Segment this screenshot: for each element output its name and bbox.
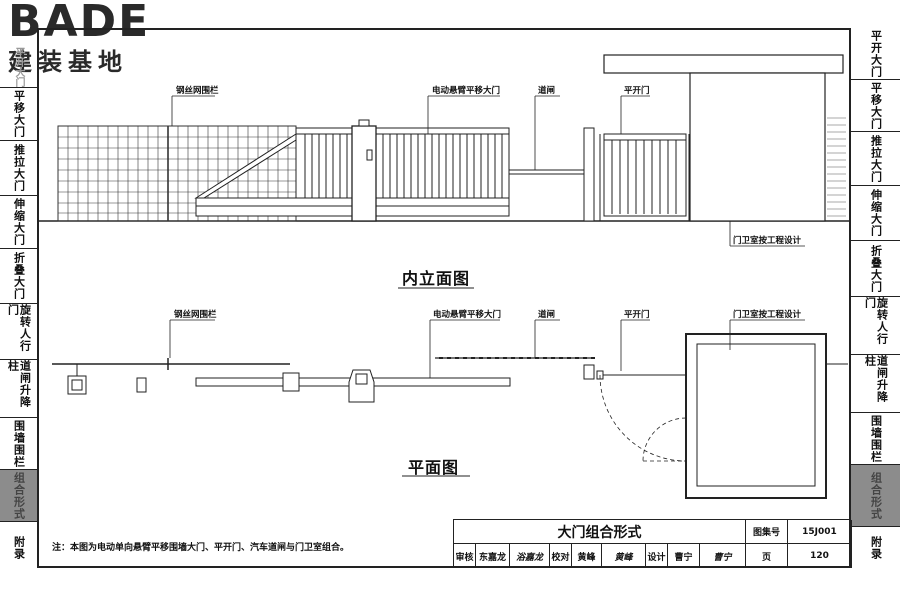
left-tab-strip: 平移大门 推拉大门 伸缩大门 折叠大门 旋转人行门 道闸升降柱 围墙围栏 组合形…: [0, 88, 37, 574]
left-tab-active[interactable]: 组合形式: [0, 470, 37, 522]
caption-plan: 平面图: [408, 458, 460, 477]
designer-name: 曹宁: [668, 544, 700, 568]
atlas-number: 15J001: [788, 520, 852, 544]
left-tab[interactable]: 围墙围栏: [0, 418, 37, 470]
right-tab-active[interactable]: 组合形式: [851, 465, 900, 527]
left-tab[interactable]: 道闸升降柱: [0, 360, 37, 418]
left-tab-0[interactable]: 平开大门: [0, 26, 37, 88]
drawing-frame: [37, 28, 851, 568]
right-tab[interactable]: 围墙围栏: [851, 413, 900, 465]
drawing-note: 注：本图为电动单向悬臂平移围墙大门、平开门、汽车道闸与门卫室组合。: [52, 543, 350, 553]
right-tab[interactable]: 平开大门: [851, 28, 900, 80]
label-swing-gate-plan: 平开门: [624, 310, 650, 320]
designer-signature: 曹宁: [700, 544, 746, 568]
right-tab[interactable]: 折叠大门: [851, 241, 900, 297]
reviewer-signature: 浴嘉龙: [510, 544, 550, 568]
review-label: 审核: [454, 544, 476, 568]
right-tab[interactable]: 道闸升降柱: [851, 355, 900, 413]
swing-gate-elevation: [599, 133, 690, 221]
label-wire-fence-elevation: 钢丝网围栏: [176, 86, 219, 96]
right-tab[interactable]: 推拉大门: [851, 132, 900, 186]
checker-signature: 黄峰: [602, 544, 646, 568]
left-tab[interactable]: 附录: [12, 536, 26, 560]
design-label: 设计: [646, 544, 668, 568]
page-label: 页: [746, 544, 788, 568]
label-guard-room-plan: 门卫室按工程设计: [733, 310, 802, 320]
check-label: 校对: [550, 544, 572, 568]
label-barrier-elevation: 道闸: [538, 86, 556, 96]
label-guard-room-elevation: 门卫室按工程设计: [733, 236, 802, 246]
label-wire-fence-plan: 钢丝网围栏: [174, 310, 217, 320]
logo-subtitle: 建装基地: [8, 48, 128, 76]
drawing-title: 大门组合形式: [454, 520, 746, 544]
left-tab[interactable]: 平移大门: [0, 88, 37, 141]
right-tab[interactable]: 附录: [869, 535, 883, 560]
label-swing-gate-elevation: 平开门: [624, 86, 650, 96]
right-tab[interactable]: 平移大门: [851, 80, 900, 132]
right-tab[interactable]: 伸缩大门: [851, 186, 900, 241]
right-tab[interactable]: 旋转人行门: [851, 297, 900, 355]
checker-name: 黄峰: [572, 544, 602, 568]
sliding-gate-elevation: [194, 119, 510, 222]
logo-brand: BADE: [8, 0, 151, 47]
left-tab[interactable]: 伸缩大门: [0, 196, 37, 249]
plan-drawing: [52, 333, 848, 499]
label-barrier-plan: 道闸: [538, 310, 556, 320]
title-block: 大门组合形式 图集号 15J001 审核 东嘉龙 浴嘉龙 校对 黄峰 黄峰 设计…: [453, 519, 852, 568]
page-number: 120: [788, 544, 852, 568]
label-sliding-gate-elevation: 电动悬臂平移大门: [432, 86, 501, 96]
reviewer-name: 东嘉龙: [476, 544, 510, 568]
atlas-label: 图集号: [746, 520, 788, 544]
barrier-elevation: [508, 127, 595, 222]
left-tab[interactable]: 旋转人行门: [0, 304, 37, 360]
left-tab[interactable]: 折叠大门: [0, 249, 37, 304]
left-tab[interactable]: 推拉大门: [0, 141, 37, 196]
label-sliding-gate-plan: 电动悬臂平移大门: [433, 310, 502, 320]
right-tab-strip: 平开大门 平移大门 推拉大门 伸缩大门 折叠大门 旋转人行门 道闸升降柱 围墙围…: [851, 28, 900, 568]
guard-room-elevation: [603, 54, 844, 222]
caption-elevation: 内立面图: [402, 269, 471, 288]
